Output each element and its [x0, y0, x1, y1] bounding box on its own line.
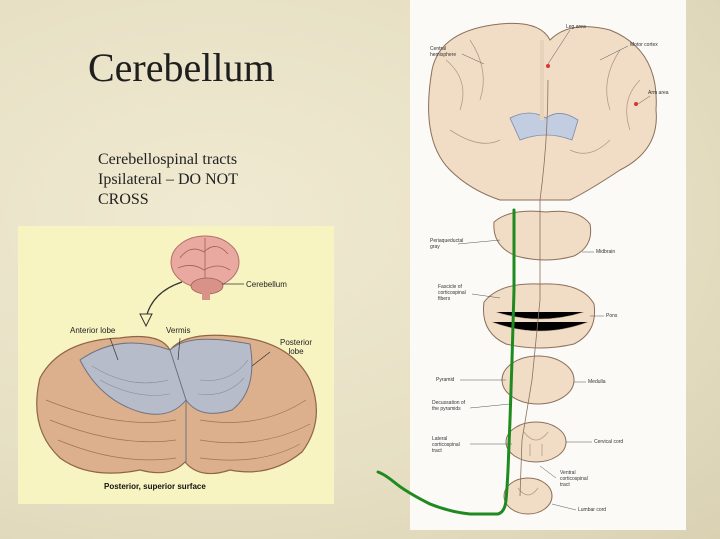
pointer-arrow [145, 281, 183, 319]
posterior-lobe-label: Posterior lobe [279, 338, 312, 356]
lumbar-cord-label: Lumbar cord [578, 507, 607, 513]
medulla-label: Medulla [588, 379, 606, 385]
periaqueductal-label: Periaqueductal gray [430, 238, 464, 250]
arm-area-label: Arm area [648, 90, 669, 96]
bullet-list: Cerebellospinal tracts Ipsilateral – DO … [98, 150, 238, 210]
figure-caption: Posterior, superior surface [104, 482, 206, 491]
decussation-label: Decussation of the pyramids [432, 400, 466, 412]
leg-area-label: Leg area [566, 24, 586, 30]
pons-label: Pons [606, 313, 618, 319]
small-brain-image [170, 235, 244, 300]
bullet-line-2: Ipsilateral – DO NOT [98, 171, 238, 188]
central-hemisphere-label: Central hemisphere [430, 46, 457, 58]
pyramid-label: Pyramid [436, 377, 455, 383]
corticospinal-tract-diagram [410, 0, 686, 530]
green-ipsilateral-annotation [376, 208, 516, 516]
bullet-line-3: CROSS [98, 191, 149, 208]
bullet-line-1: Cerebellospinal tracts [98, 151, 238, 168]
ventral-tract-label: Ventral corticospinal tract [560, 470, 588, 488]
anterior-lobe-label: Anterior lobe [70, 326, 116, 335]
motor-cortex-label: Motor cortex [630, 42, 658, 48]
midbrain-label: Midbrain [596, 249, 616, 255]
vermis-label: Vermis [166, 326, 191, 335]
slide-title: Cerebellum [88, 45, 275, 90]
large-cerebellum-image [36, 334, 317, 475]
cerebellum-small-label: Cerebellum [246, 280, 287, 289]
fascicle-label: Fascicle of corticospinal fibers [438, 284, 466, 302]
cervical-cord-label: Cervical cord [594, 439, 624, 445]
lateral-tract-label: Lateral corticospinal tract [432, 436, 460, 454]
